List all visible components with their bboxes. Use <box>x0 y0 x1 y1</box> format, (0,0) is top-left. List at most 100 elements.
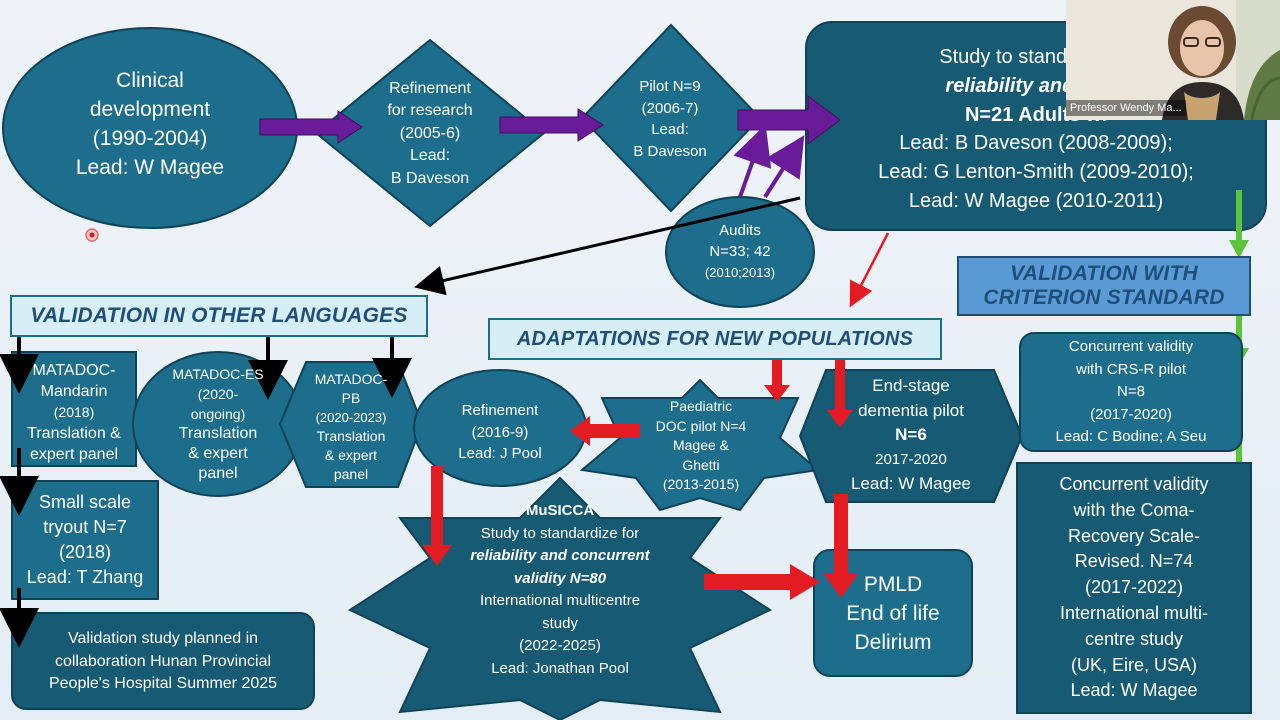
banner-other-languages: VALIDATION IN OTHER LANGUAGES <box>10 295 428 337</box>
pb-line-4: Translation <box>316 428 386 444</box>
coma-line-9: Lead: W Magee <box>1070 680 1198 701</box>
presenter-video-tile[interactable]: Professor Wendy Ma... <box>1066 0 1280 120</box>
coma-line-3: Recovery Scale- <box>1067 525 1201 546</box>
clinical-line-4: Lead: W Magee <box>75 156 225 179</box>
arrow-study-to-languages <box>414 196 801 296</box>
clinical-line-2: development <box>89 98 211 121</box>
coma-line-1: Concurrent validity <box>1059 474 1209 494</box>
musicca-line-6: study <box>542 614 578 632</box>
refinement-research-line-4: Lead: <box>409 147 451 165</box>
audits-line-3: (2010;2013) <box>704 265 776 280</box>
musicca-line-2: Study to standardize for <box>480 524 640 542</box>
refinement-2016-line-1: Refinement <box>461 402 539 419</box>
musicca-line-8: Lead: Jonathan Pool <box>491 659 629 677</box>
coma-line-4: Revised. N=74 <box>1074 551 1194 572</box>
banner-new-populations: ADAPTATIONS FOR NEW POPULATIONS <box>488 318 942 360</box>
arrow-study-to-criterion <box>1229 190 1249 258</box>
dementia-text: End-stage dementia pilot N=6 2017-2020 L… <box>836 374 986 497</box>
arrow-refinement-to-musicca <box>422 466 452 566</box>
es-text: MATADOC-ES (2020- ongoing) Translation &… <box>150 364 286 484</box>
crsr-line-5: Lead: C Bodine; A Seu <box>1055 428 1207 445</box>
arrow-audits-to-study-1 <box>733 124 772 198</box>
arrow-study-to-adaptations <box>849 232 890 308</box>
refinement-2016-line-3: Lead: J Pool <box>458 445 542 462</box>
pmld-line-3: Delirium <box>854 631 932 654</box>
arrow-adaptations-to-dementia <box>827 355 853 428</box>
pilot-line-1: Pilot N=9 <box>639 78 701 95</box>
coma-line-6: International multi- <box>1059 602 1209 623</box>
pb-line-2: PB <box>341 390 361 406</box>
criterion-line-1: VALIDATION WITH <box>1010 262 1198 285</box>
pb-line-6: panel <box>333 466 369 482</box>
mandarin-line-1: MATADOC- <box>32 362 116 379</box>
arrow-adaptations-to-paediatric <box>764 355 790 402</box>
small-scale-line-4: Lead: T Zhang <box>26 567 144 587</box>
mandarin-line-4: Translation & <box>27 425 121 442</box>
musicca-line-4: validity N=80 <box>513 569 607 587</box>
coma-line-7: centre study <box>1084 628 1184 649</box>
mandarin-line-5: expert panel <box>29 446 119 463</box>
dementia-line-5: Lead: W Magee <box>850 474 971 493</box>
arrow-paediatric-to-refinement <box>570 416 640 446</box>
study-line-5: Lead: G Lenton-Smith (2009-2010); <box>878 161 1194 184</box>
study-line-6: Lead: W Magee (2010-2011) <box>908 189 1164 212</box>
es-line-4: Translation <box>178 425 258 442</box>
banner-criterion-standard: VALIDATION WITH CRITERION STANDARD <box>957 256 1251 316</box>
es-line-3: ongoing) <box>190 406 246 422</box>
paediatric-text: Paediatric DOC pilot N=4 Magee & Ghetti … <box>636 397 766 495</box>
crsr-line-4: (2017-2020) <box>1090 405 1172 423</box>
hunan-line-1: Validation study planned in <box>67 630 259 647</box>
clinical-text: Clinical development (1990-2004) Lead: W… <box>30 66 270 182</box>
dementia-line-2: dementia pilot <box>858 400 964 420</box>
arrow-dementia-to-pmld <box>824 494 858 598</box>
dementia-line-4: 2017-2020 <box>875 450 947 468</box>
refinement-research-node <box>314 38 546 228</box>
presenter-avatar <box>1066 0 1280 120</box>
crsr-line-3: N=8 <box>1117 383 1145 400</box>
audits-node <box>665 196 815 308</box>
paediatric-line-1: Paediatric <box>669 398 733 414</box>
presenter-name-label: Professor Wendy Ma... <box>1066 100 1186 116</box>
hunan-line-3: People's Hospital Summer 2025 <box>48 675 278 692</box>
hunan-node <box>11 612 315 710</box>
pb-line-3: (2020-2023) <box>315 410 387 425</box>
dementia-node <box>798 369 1024 503</box>
coma-line-2: with the Coma- <box>1073 499 1195 520</box>
coma-line-5: (2017-2022) <box>1084 577 1184 598</box>
pmld-text: PMLD End of life Delirium <box>814 570 972 657</box>
pilot-line-3: Lead: <box>651 121 689 138</box>
es-line-6: panel <box>198 465 238 482</box>
refinement-research-line-5: B Daveson <box>390 169 470 187</box>
audits-text: Audits N=33; 42 (2010;2013) <box>680 220 800 283</box>
pilot-text: Pilot N=9 (2006-7) Lead: B Daveson <box>610 76 730 162</box>
pb-line-1: MATADOC- <box>314 371 388 387</box>
coma-line-8: (UK, Eire, USA) <box>1070 654 1198 675</box>
pilot-line-2: (2006-7) <box>641 99 699 117</box>
hunan-text: Validation study planned in collaboratio… <box>16 628 310 696</box>
refinement-2016-line-2: (2016-9) <box>471 423 529 441</box>
pmld-line-2: End of life <box>846 602 940 625</box>
paediatric-line-3: Magee & <box>672 437 730 453</box>
musicca-line-1: MuSICCA <box>525 502 595 519</box>
pmld-line-1: PMLD <box>863 573 923 596</box>
musicca-line-7: (2022-2025) <box>519 637 601 654</box>
small-scale-line-3: (2018) <box>58 542 112 562</box>
pilot-line-4: B Daveson <box>633 142 707 160</box>
musicca-node <box>347 476 773 720</box>
concurrent-coma-text: Concurrent validity with the Coma- Recov… <box>1020 472 1248 704</box>
small-scale-line-2: tryout N=7 <box>43 517 127 537</box>
clinical-line-1: Clinical <box>116 69 184 92</box>
audits-line-1: Audits <box>719 222 761 239</box>
refinement-research-line-1: Refinement <box>389 80 471 97</box>
dementia-line-3: N=6 <box>895 425 927 444</box>
pilot-node <box>580 23 762 213</box>
hunan-line-2: collaboration Hunan Provincial <box>54 652 272 670</box>
arrow-clinical-to-refinement <box>259 110 363 144</box>
paediatric-line-5: (2013-2015) <box>662 476 740 492</box>
paediatric-line-4: Ghetti <box>682 456 720 473</box>
mandarin-line-2: Mandarin <box>40 383 108 400</box>
arrow-refinement-to-pilot <box>499 108 604 142</box>
arrow-audits-to-study-2 <box>763 135 805 199</box>
